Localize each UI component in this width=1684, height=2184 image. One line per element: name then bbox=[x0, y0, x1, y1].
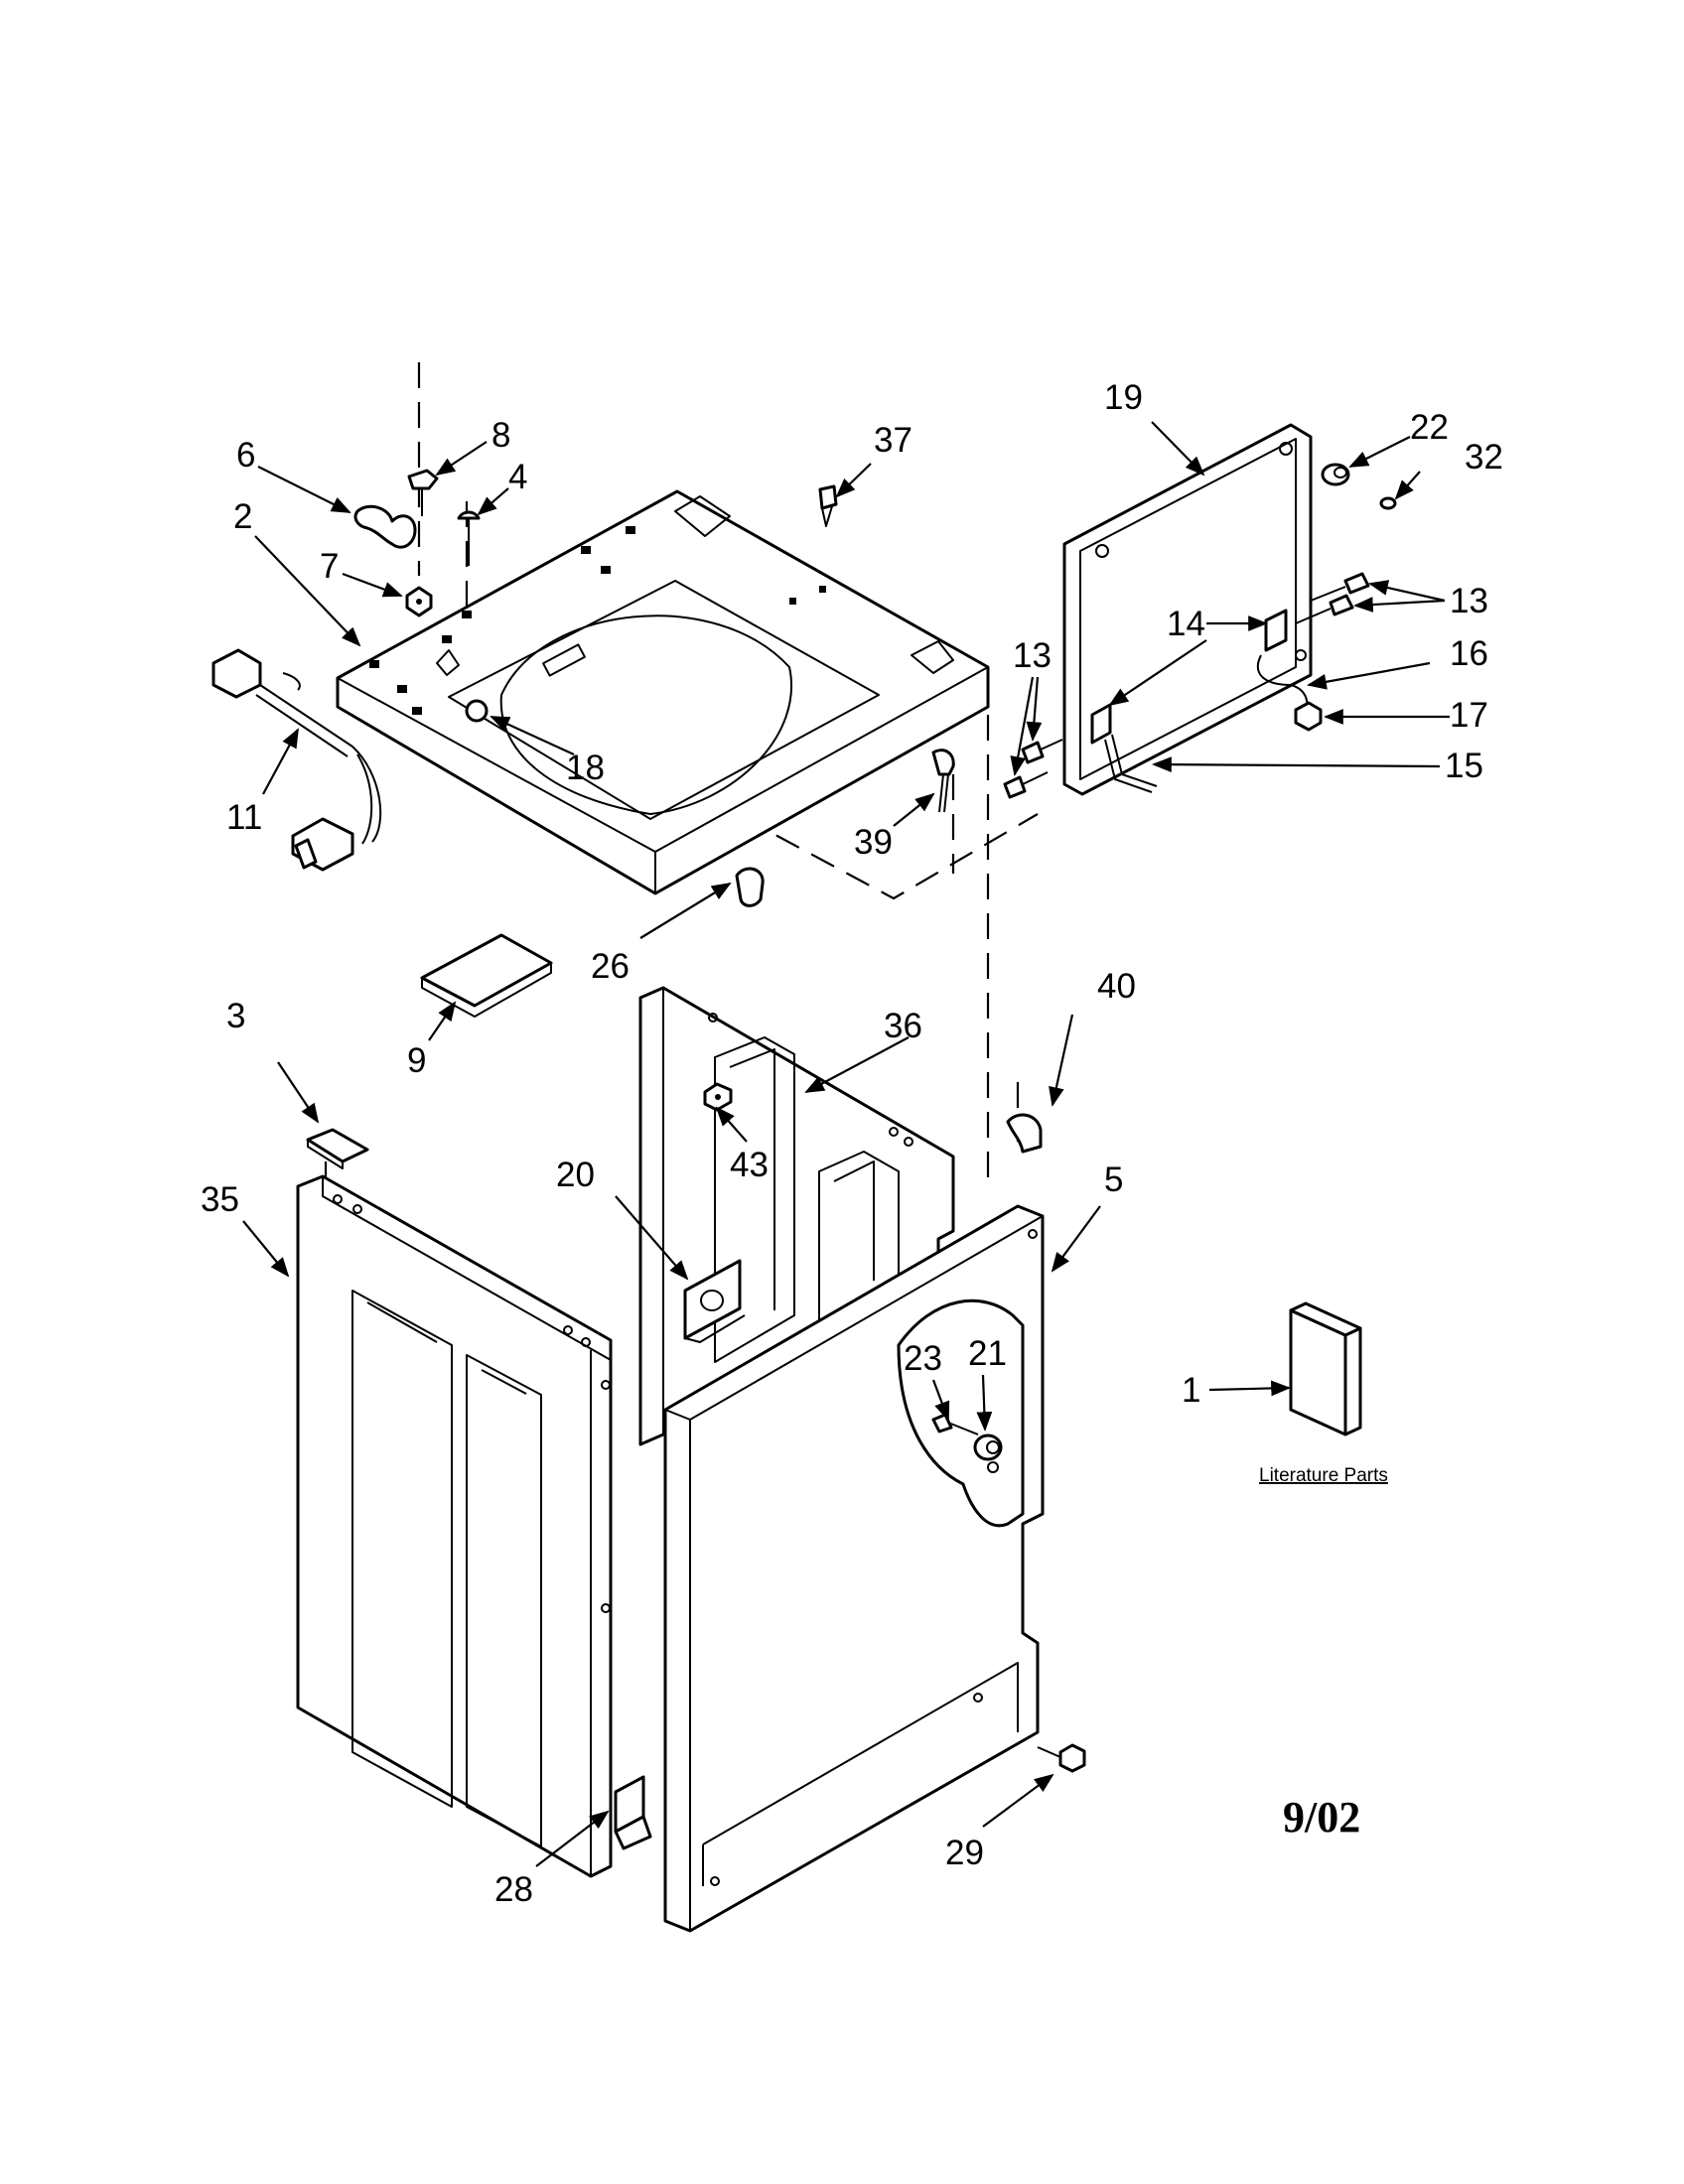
foot-part-26 bbox=[735, 867, 765, 907]
nut-part-43 bbox=[703, 1082, 733, 1112]
label-29: 37 bbox=[874, 421, 912, 460]
screw-part-4 bbox=[457, 510, 481, 566]
pad-part-3 bbox=[306, 1128, 369, 1169]
clip-part-28 bbox=[614, 1775, 652, 1850]
label-9: 9 bbox=[407, 1041, 426, 1080]
label-13-right: 13 bbox=[1450, 582, 1488, 620]
label-22: 22 bbox=[1410, 408, 1449, 447]
bushing-part-21 bbox=[973, 1433, 1003, 1461]
label-2: 2 bbox=[233, 497, 252, 536]
label-32: 32 bbox=[1465, 438, 1503, 477]
label-11: 11 bbox=[226, 798, 262, 837]
wire-part-15 bbox=[1104, 734, 1158, 793]
leader-lines bbox=[242, 421, 1450, 1867]
label-39: 39 bbox=[854, 823, 893, 862]
label-17: 17 bbox=[1450, 696, 1488, 735]
label-36: 36 bbox=[884, 1007, 922, 1045]
wire-harness bbox=[211, 648, 382, 872]
label-23: 23 bbox=[904, 1339, 942, 1378]
label-37: 35 bbox=[201, 1180, 239, 1219]
label-40: 40 bbox=[1097, 967, 1136, 1006]
fastener-part-39 bbox=[931, 749, 955, 813]
clamp-part-6 bbox=[353, 504, 417, 549]
washer-part-7 bbox=[405, 586, 433, 617]
plug-part-32 bbox=[1379, 496, 1397, 510]
label-4: 4 bbox=[508, 458, 527, 496]
brackets-part-14 bbox=[1090, 609, 1288, 745]
bolts-part-13-right bbox=[1295, 572, 1370, 624]
label-35: 29 bbox=[945, 1834, 984, 1872]
clip-part-40 bbox=[1006, 1113, 1043, 1154]
bracket-part-20 bbox=[683, 1259, 746, 1343]
knob-part-22 bbox=[1321, 463, 1350, 486]
top-cover bbox=[336, 489, 990, 895]
date-code: 9/02 bbox=[1283, 1793, 1360, 1842]
screw-part-35 bbox=[1037, 1743, 1086, 1773]
bushing-part-18 bbox=[465, 699, 489, 723]
label-13-left: 13 bbox=[1013, 636, 1052, 675]
literature-parts-label: Literature Parts bbox=[1259, 1465, 1388, 1486]
nut-part-17 bbox=[1294, 701, 1323, 732]
label-20: 20 bbox=[556, 1156, 595, 1194]
label-43: 43 bbox=[730, 1146, 769, 1184]
left-side-panel bbox=[296, 1174, 613, 1878]
label-19: 19 bbox=[1104, 378, 1143, 417]
label-18: 18 bbox=[566, 749, 605, 787]
label-3: 3 bbox=[226, 997, 245, 1035]
manual-part-9 bbox=[420, 933, 553, 1018]
label-16: 16 bbox=[1450, 634, 1488, 673]
label-21: 21 bbox=[968, 1334, 1007, 1373]
label-5: 5 bbox=[1104, 1160, 1123, 1199]
label-26: 26 bbox=[591, 947, 630, 986]
label-15: 15 bbox=[1445, 747, 1483, 785]
screw-part-8 bbox=[407, 469, 439, 516]
label-1: 1 bbox=[1182, 1371, 1200, 1410]
label-7: 7 bbox=[320, 547, 339, 586]
label-8: 8 bbox=[491, 416, 510, 455]
screw-part-29 bbox=[818, 484, 838, 527]
label-14: 14 bbox=[1167, 605, 1205, 643]
label-28: 28 bbox=[494, 1870, 533, 1909]
front-panel bbox=[663, 1204, 1045, 1933]
bolts-part-13-left bbox=[1003, 739, 1063, 799]
label-6: 6 bbox=[236, 436, 255, 475]
callout-labels: 6 2 8 4 7 11 18 37 19 22 32 13 14 13 16 … bbox=[201, 378, 1503, 1909]
literature-book bbox=[1289, 1301, 1362, 1436]
